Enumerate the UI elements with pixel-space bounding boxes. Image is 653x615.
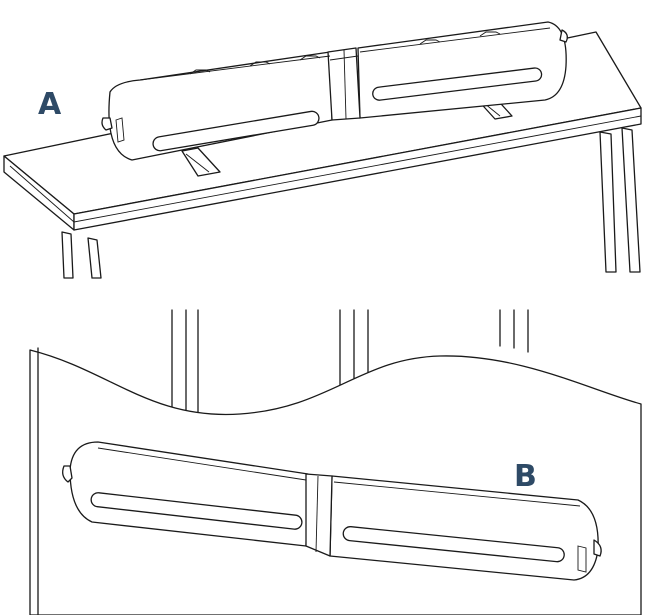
stand-legs xyxy=(171,309,529,415)
panel-a: A xyxy=(3,21,642,279)
label-b: B xyxy=(514,459,537,494)
speaker-b xyxy=(62,441,602,581)
speaker-a xyxy=(101,21,568,161)
table-legs xyxy=(61,127,641,279)
panel-b: B xyxy=(29,309,642,615)
label-a: A xyxy=(38,87,62,122)
